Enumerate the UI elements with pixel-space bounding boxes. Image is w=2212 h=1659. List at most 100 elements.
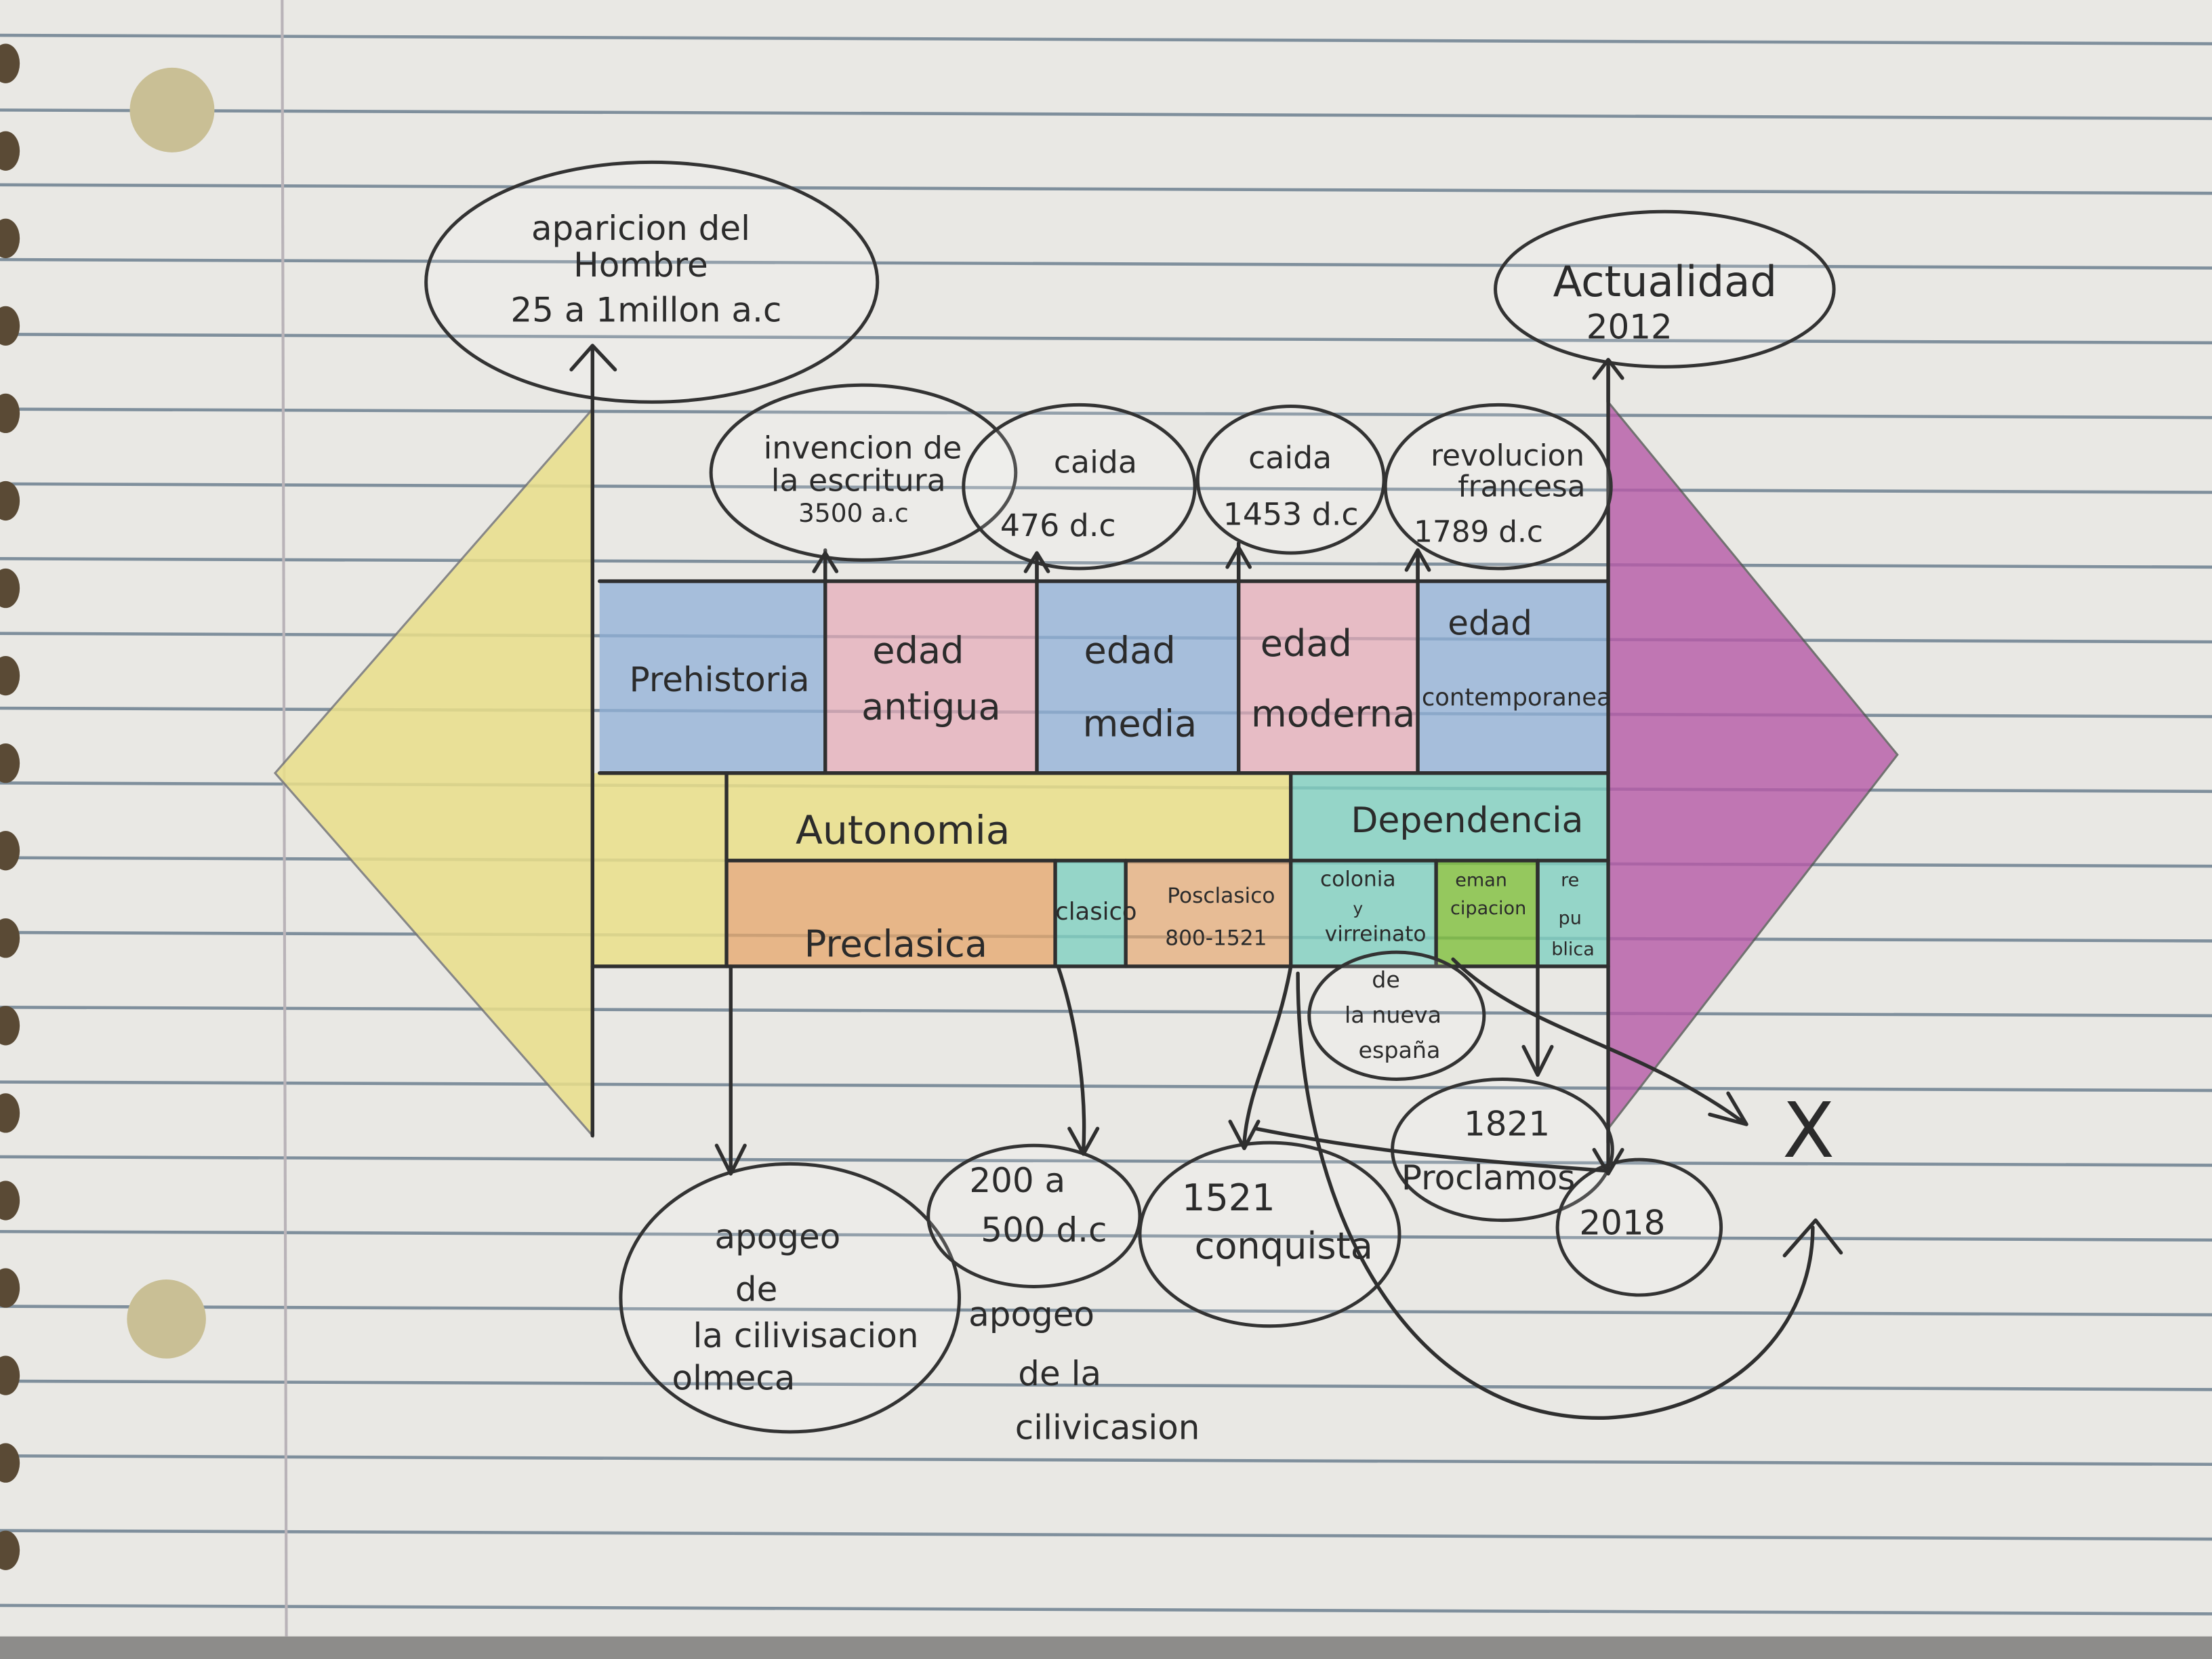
republica-cell [1537, 860, 1609, 966]
olmeca-line-4: olmeca [672, 1358, 796, 1397]
apogeo2-line-1: apogeo [968, 1295, 1094, 1334]
spiral-hole [0, 655, 20, 696]
rule-line [0, 183, 2212, 195]
writing-line-1: invencion de [764, 430, 962, 466]
age-antigua-1: edad [872, 629, 964, 672]
rule-line [0, 333, 2212, 345]
dependencia-label: Dependencia [1351, 800, 1583, 841]
rule-line [0, 1155, 2212, 1167]
punch-hole [127, 1279, 206, 1359]
spiral-hole [0, 743, 20, 783]
punch-hole [129, 67, 215, 152]
origin-line-1: aparicion del [531, 209, 750, 248]
rule-line [0, 557, 2212, 569]
rule-line [0, 258, 2212, 270]
rule-line [0, 1379, 2212, 1391]
spiral-hole [0, 1355, 20, 1395]
rule-line [0, 1305, 2212, 1317]
conquista-label: conquista [1195, 1225, 1373, 1267]
svg-text:apogeo de la cilivicas: apogeo de la cilivicasion [968, 1295, 1200, 1448]
colonia-line-3: virreinato [1325, 922, 1427, 946]
rule-line [0, 482, 2212, 494]
present-year: 2012 [1586, 308, 1673, 347]
clasico-dates-1: 200 a [969, 1161, 1065, 1200]
writing-line-3: 3500 a.c [798, 498, 909, 528]
republica-line-1: re [1561, 869, 1579, 890]
clasico-cell [1055, 860, 1126, 966]
emancipacion-line-2: cipacion [1450, 898, 1526, 919]
colonia-cell [1290, 860, 1437, 966]
svg-text:aparicion del Hombre 2: aparicion del Hombre 25 a 1millon a.c [510, 209, 781, 330]
cloud-clasico-dates [926, 1143, 1142, 1288]
apogeo2-line-2: de la [1018, 1354, 1101, 1393]
cloud-writing [709, 383, 1018, 562]
posclasico-dates: 800-1521 [1165, 926, 1267, 951]
fall-const-line-1: caida [1248, 439, 1332, 476]
fall-rome-line-2: 476 d.c [1000, 507, 1116, 544]
colonia-extra-3: españa [1359, 1037, 1441, 1063]
spiral-hole [0, 1530, 20, 1570]
arrows [569, 344, 1843, 1420]
spiral-hole [0, 918, 20, 958]
cloud-olmeca [619, 1162, 962, 1434]
age-contemporanea-1: edad [1448, 604, 1532, 643]
svg-text:edad contemporanea: edad contemporanea [1422, 604, 1612, 712]
spiral-holes [0, 43, 20, 1570]
age-cell-contemporanea [1418, 581, 1609, 773]
rule-line [0, 1005, 2212, 1018]
cloud-colonia-extra [1307, 950, 1486, 1081]
posclasico-label: Posclasico [1167, 884, 1275, 908]
bottom-shadow [0, 1636, 2212, 1659]
svg-text:apogeo de la cilivisac: apogeo de la cilivisacion olmeca [672, 1217, 930, 1397]
svg-text:1521 conquista: 1521 conquista [1182, 1176, 1373, 1267]
olmeca-line-1: apogeo [714, 1217, 840, 1256]
svg-text:de la nueva españa: de la nueva españa [1345, 966, 1449, 1063]
rule-line [0, 1080, 2212, 1092]
republica-line-3: blica [1551, 939, 1595, 960]
spiral-hole [0, 306, 20, 346]
cloud-revolution [1383, 403, 1613, 571]
republica-line-2: pu [1559, 907, 1582, 928]
fall-const-line-2: 1453 d.c [1223, 495, 1359, 532]
svg-text:200 a 500 d.c: 200 a 500 d.c [969, 1161, 1107, 1250]
conquista-year: 1521 [1182, 1176, 1275, 1219]
proclamos-label: Proclamos [1401, 1158, 1575, 1197]
svg-text:Actualidad 2012: Actualidad 2012 [1553, 257, 1790, 346]
year-2018: 2018 [1579, 1203, 1665, 1242]
svg-text:eman cipacion: eman cipacion [1450, 869, 1526, 919]
age-moderna-2: moderna [1251, 693, 1415, 735]
age-prehistoria: Prehistoria [630, 660, 810, 699]
spiral-hole [0, 1443, 20, 1483]
spiral-hole [0, 218, 20, 258]
olmeca-line-3: la cilivisacion [693, 1316, 918, 1355]
age-antigua-2: antigua [861, 686, 1001, 729]
yellow-band [592, 773, 727, 966]
preclasica-cell [726, 860, 1056, 966]
svg-text:caida 476 d.c: caida 476 d.c [1000, 443, 1147, 544]
fall-rome-line-1: caida [1054, 443, 1137, 480]
revolution-line-2: francesa [1458, 470, 1585, 504]
spiral-hole [0, 43, 20, 83]
svg-text:caida 1453 d.c: caida 1453 d.c [1223, 439, 1359, 532]
svg-text:edad antigua: edad antigua [861, 629, 1001, 728]
emancipacion-cell [1436, 860, 1538, 966]
spiral-hole [0, 1268, 20, 1308]
colonia-line-1: colonia [1320, 867, 1396, 891]
revolution-line-1: revolucion [1431, 438, 1584, 473]
cloud-origin [424, 160, 880, 404]
revolution-line-3: 1789 d.c [1414, 514, 1543, 549]
preclasica-label: Preclasica [804, 922, 987, 965]
svg-text:edad moderna: edad moderna [1251, 622, 1415, 735]
origin-line-3: 25 a 1millon a.c [510, 291, 781, 330]
rule-line [0, 1603, 2212, 1616]
colonia-extra-2: la nueva [1345, 1002, 1441, 1028]
origin-line-2: Hombre [573, 245, 708, 285]
svg-text:Prehistoria: Prehistoria [630, 660, 810, 699]
colonia-line-2: y [1353, 899, 1363, 918]
svg-text:1821 Proclamos: 1821 Proclamos [1401, 1105, 1575, 1197]
margin-line [281, 0, 288, 1637]
rule-line [0, 108, 2212, 121]
age-cell-prehistoria [599, 581, 825, 773]
cloud-present [1494, 209, 1836, 369]
proclamos-year: 1821 [1464, 1105, 1550, 1144]
